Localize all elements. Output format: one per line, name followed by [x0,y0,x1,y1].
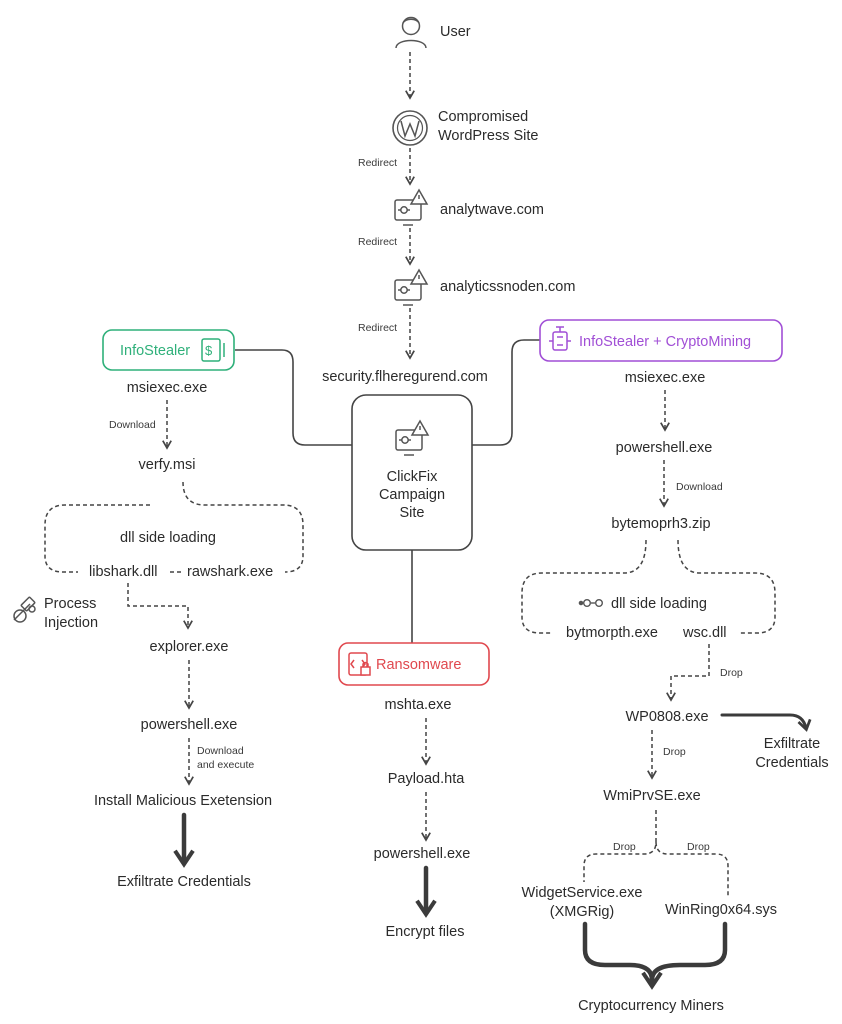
left-dll-title: dll side loading [120,530,216,546]
badge-ransomware-label: Ransomware [376,657,461,673]
edge-label-redirect-1: Redirect [358,157,397,169]
node-center-powershell: powershell.exe [374,846,471,862]
node-clickfix-line3: Site [400,505,425,521]
edge-left-libshark-explorer [127,583,193,630]
malicious-site-icon [394,268,429,306]
group-left-dll-left [44,504,150,573]
node-left-msiexec: msiexec.exe [127,380,208,396]
user-icon [395,16,427,49]
malicious-site-icon [394,188,429,226]
group-right-dll-left [521,539,647,634]
node-left-powershell: powershell.exe [141,717,238,733]
edge-label-redirect-3: Redirect [358,322,397,334]
node-right-widget-line1: WidgetService.exe [522,885,643,901]
crypto-chip-icon [549,326,571,351]
edge-label-right-drop-1: Drop [720,667,743,679]
edge-right-wsc-wp0808 [666,644,710,702]
edge-clickfix-left [235,349,352,446]
edge-right-wmi-widget [583,810,657,882]
node-right-wp0808: WP0808.exe [625,709,708,725]
wordpress-icon [392,110,428,146]
badge-infostealer-cryptomining [539,319,783,362]
malicious-site-icon [395,419,430,456]
node-right-exfil-line1: Exfiltrate [764,736,820,752]
group-right-dll-right [677,539,776,634]
right-dll-title: dll side loading [611,596,707,612]
node-left-libshark: libshark.dll [89,564,158,580]
ransomware-icon [348,652,371,676]
edge-label-right-download: Download [676,481,723,493]
syringe-icon [13,596,36,623]
edge-label-right-drop-4: Drop [687,841,710,853]
edge-right-wp0808-exfil [720,713,812,732]
node-analyticssnoden: analyticssnoden.com [440,279,575,295]
node-right-winring: WinRing0x64.sys [665,902,777,918]
edge-label-left-dl-exec-2: and execute [197,759,254,771]
node-right-zip: bytemoprh3.zip [611,516,710,532]
badge-infostealer-left [102,329,235,371]
node-center-mshta: mshta.exe [385,697,452,713]
side-loading-icon [578,599,604,608]
edge-label-left-dl-exec-1: Download [197,745,244,757]
node-clickfix-line2: Campaign [379,487,445,503]
badge-infostealer-cryptomining-label: InfoStealer + CryptoMining [579,334,751,350]
edge-label-left-download: Download [109,419,156,431]
node-right-powershell: powershell.exe [616,440,713,456]
node-security: security.flheregurend.com [322,369,488,385]
edge-clickfix-right [472,339,540,446]
node-right-wmiprvse: WmiPrvSE.exe [603,788,701,804]
svg-text:$: $ [205,343,213,358]
node-right-exfil-line2: Credentials [755,755,828,771]
node-right-bytmorpth: bytmorpth.exe [566,625,658,641]
node-right-miners: Cryptocurrency Miners [578,998,724,1014]
badge-ransomware [338,642,490,686]
money-icon: $ [201,338,225,362]
node-right-wsc: wsc.dll [682,625,727,641]
left-process-line2: Injection [44,615,98,631]
left-process-line1: Process [44,596,96,612]
node-user: User [440,24,471,40]
edge-label-redirect-2: Redirect [358,236,397,248]
node-left-install: Install Malicious Exetension [94,793,272,809]
node-right-msiexec: msiexec.exe [625,370,706,386]
edge-label-right-drop-3: Drop [613,841,636,853]
node-left-exfil: Exfiltrate Credentials [117,874,251,890]
edge-right-winring-miners [649,921,728,983]
edge-right-widget-miners [582,921,655,983]
badge-infostealer-left-label: InfoStealer [120,343,190,359]
node-left-verfy: verfy.msi [139,457,196,473]
node-wordpress-line2: WordPress Site [438,128,538,144]
node-clickfix-line1: ClickFix [387,469,438,485]
node-analytwave: analytwave.com [440,202,544,218]
node-wordpress-line1: Compromised [438,109,528,125]
node-center-payload: Payload.hta [388,771,466,787]
node-right-widget-line2: (XMGRig) [550,904,614,920]
node-left-rawshark: rawshark.exe [187,564,273,580]
edge-label-right-drop-2: Drop [663,746,686,758]
group-left-dll-right [182,481,304,573]
node-center-encrypt: Encrypt files [386,924,465,940]
node-left-explorer: explorer.exe [150,639,229,655]
